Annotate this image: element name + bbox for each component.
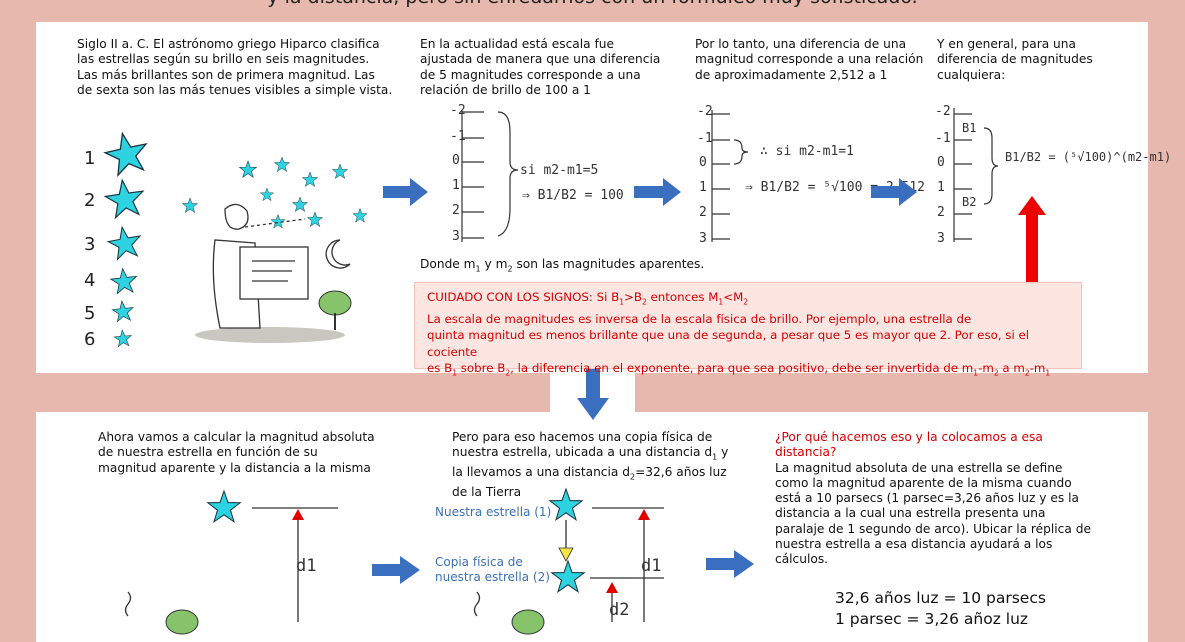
bottom-panel — [36, 412, 1148, 642]
scale1-tick-label: 0 — [452, 153, 460, 168]
arrow-right-icon — [634, 178, 681, 206]
scale1-tick-label: 3 — [452, 229, 460, 244]
scale3-tick-label: 1 — [937, 180, 945, 195]
magnitude-3: 3 — [84, 234, 96, 255]
why-text-block: ¿Por qué hacemos eso y la colocamos a es… — [775, 430, 1095, 568]
bottom-diagram — [124, 507, 754, 635]
scale3-tick-label: 2 — [937, 205, 945, 220]
scale2-tick-label: 2 — [699, 205, 707, 220]
scale1-tick-label: 1 — [452, 178, 460, 193]
equation-ly-parsecs: 32,6 años luz = 10 parsecs — [835, 589, 1046, 607]
formula-ratio-100: ⇒ B1/B2 = 100 — [522, 188, 624, 203]
scale3-tick-label: 3 — [937, 231, 945, 246]
physical-copy-text: Pero para eso hacemos una copia física d… — [452, 430, 729, 499]
scale3-tick-label: -1 — [935, 131, 951, 146]
general-formula: B1/B2 = (⁵√100)^(m2-m1) — [1005, 150, 1172, 164]
warning-line: es B1 sobre B2, la diferencia en el expo… — [427, 360, 1051, 378]
arrow-right-icon — [871, 178, 917, 206]
why-question: ¿Por qué hacemos eso y la colocamos a es… — [775, 430, 1043, 460]
magnitude-scale-1 — [461, 110, 519, 242]
scale2-tick-label: 1 — [699, 180, 707, 195]
magnitude-5: 5 — [84, 303, 96, 324]
arrow-down-icon — [577, 367, 609, 420]
magnitude-2: 2 — [84, 190, 96, 211]
scale2-tick-label: -2 — [697, 104, 713, 119]
apparent-magnitudes-note: Donde m1 y m2 son las magnitudes aparent… — [420, 257, 705, 274]
astronomer-illustration — [195, 203, 352, 343]
magnitude-scale-2 — [711, 110, 749, 242]
page-title: y la distancia, pero sin enredarnos con … — [0, 0, 1185, 8]
magnitude-scale-3 — [953, 108, 999, 242]
scale3-tick-label: -2 — [935, 104, 951, 119]
formula-diff-5: si m2-m1=5 — [520, 163, 599, 178]
our-star-label: Nuestra estrella (1) — [435, 505, 552, 519]
arrow-right-icon — [372, 556, 420, 584]
scale1-tick-label: -1 — [450, 129, 466, 144]
hiparco-text: Siglo II a. C. El astrónomo griego Hipar… — [77, 37, 393, 97]
warning-heading: CUIDADO CON LOS SIGNOS: Si B1>B2 entonce… — [427, 290, 749, 307]
arrow-right-icon — [706, 550, 754, 578]
magnitude-1: 1 — [84, 148, 96, 169]
b2-label: B2 — [962, 195, 977, 209]
magnitude-6: 6 — [84, 329, 96, 350]
arrow-up-icon — [1018, 196, 1046, 288]
scale3-tick-label: 0 — [937, 155, 945, 170]
scale-adjust-text: En la actualidad está escala fue ajustad… — [420, 37, 661, 97]
general-difference-text: Y en general, para una diferencia de mag… — [937, 37, 1093, 82]
top-arrows — [383, 178, 1046, 420]
one-magnitude-text: Por lo tanto, una diferencia de una magn… — [695, 37, 924, 82]
distance-d2-label: d2 — [609, 600, 630, 620]
arrow-right-icon — [383, 178, 428, 206]
distance-d1-label-copy: d1 — [641, 556, 662, 576]
warning-line: La escala de magnitudes es inversa de la… — [427, 311, 972, 326]
warning-line: quinta magnitud es menos brillante que u… — [427, 328, 1030, 359]
scale1-tick-label: 2 — [452, 203, 460, 218]
scale1-tick-label: -2 — [450, 103, 466, 118]
scale2-tick-label: -1 — [697, 131, 713, 146]
absolute-magnitude-intro: Ahora vamos a calcular la magnitud absol… — [98, 430, 375, 475]
star-copy-label: Copia física de nuestra estrella (2) — [435, 555, 550, 584]
distance-d1-label: d1 — [296, 556, 317, 576]
b1-label: B1 — [962, 121, 977, 135]
scale2-tick-label: 3 — [699, 231, 707, 246]
magnitude-4: 4 — [84, 270, 96, 291]
formula-diff-1: ∴ si m2-m1=1 — [760, 144, 854, 159]
sign-warning-box: CUIDADO CON LOS SIGNOS: Si B1>B2 entonce… — [414, 282, 1082, 377]
scale2-tick-label: 0 — [699, 155, 707, 170]
absolute-magnitude-definition: La magnitud absoluta de una estrella se … — [775, 460, 1091, 567]
